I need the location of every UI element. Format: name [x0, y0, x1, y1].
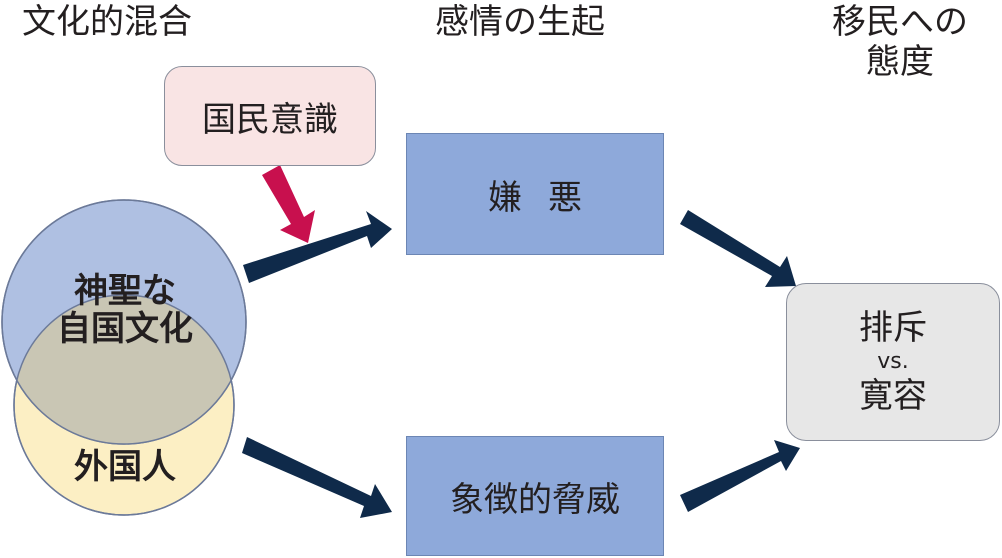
foreigners-label: 外国人 [74, 447, 176, 487]
arrow-threat-to-attitude [680, 440, 800, 512]
national-consciousness-label: 国民意識 [202, 99, 338, 140]
attitude-box: 排斥 vs. 寛容 [786, 283, 1000, 441]
header-cultural-mixing: 文化的混合 [22, 2, 192, 42]
sacred-culture-line2: 自国文化 [57, 309, 193, 349]
symbolic-threat-box: 象徴的脅威 [406, 436, 664, 556]
arrow-mixing-to-disgust [243, 211, 392, 283]
foreigners-outline [13, 294, 235, 516]
versus-label: vs. [877, 349, 909, 374]
arrow-disgust-to-attitude [680, 210, 796, 287]
national-consciousness-arrow [262, 165, 315, 243]
exclusion-label: 排斥 [859, 308, 927, 348]
national-consciousness-box: 国民意識 [164, 66, 376, 166]
arrow-mixing-to-threat [242, 437, 392, 518]
header-emotion-arising: 感情の生起 [435, 2, 605, 42]
sacred-culture-label: 神聖な 自国文化 [20, 272, 230, 348]
symbolic-threat-label: 象徴的脅威 [450, 479, 620, 520]
tolerance-label: 寛容 [859, 376, 927, 416]
sacred-culture-outline [1, 199, 247, 445]
sacred-culture-line1: 神聖な [74, 271, 176, 311]
header-attitude-line1: 移民への [832, 2, 968, 42]
disgust-box: 嫌悪 [406, 133, 664, 255]
header-attitude-line2: 態度 [866, 42, 934, 82]
disgust-label: 嫌悪 [488, 177, 608, 218]
venn-overlap [14, 295, 234, 444]
header-attitude-to-immigrants: 移民への 態度 [800, 2, 1000, 82]
